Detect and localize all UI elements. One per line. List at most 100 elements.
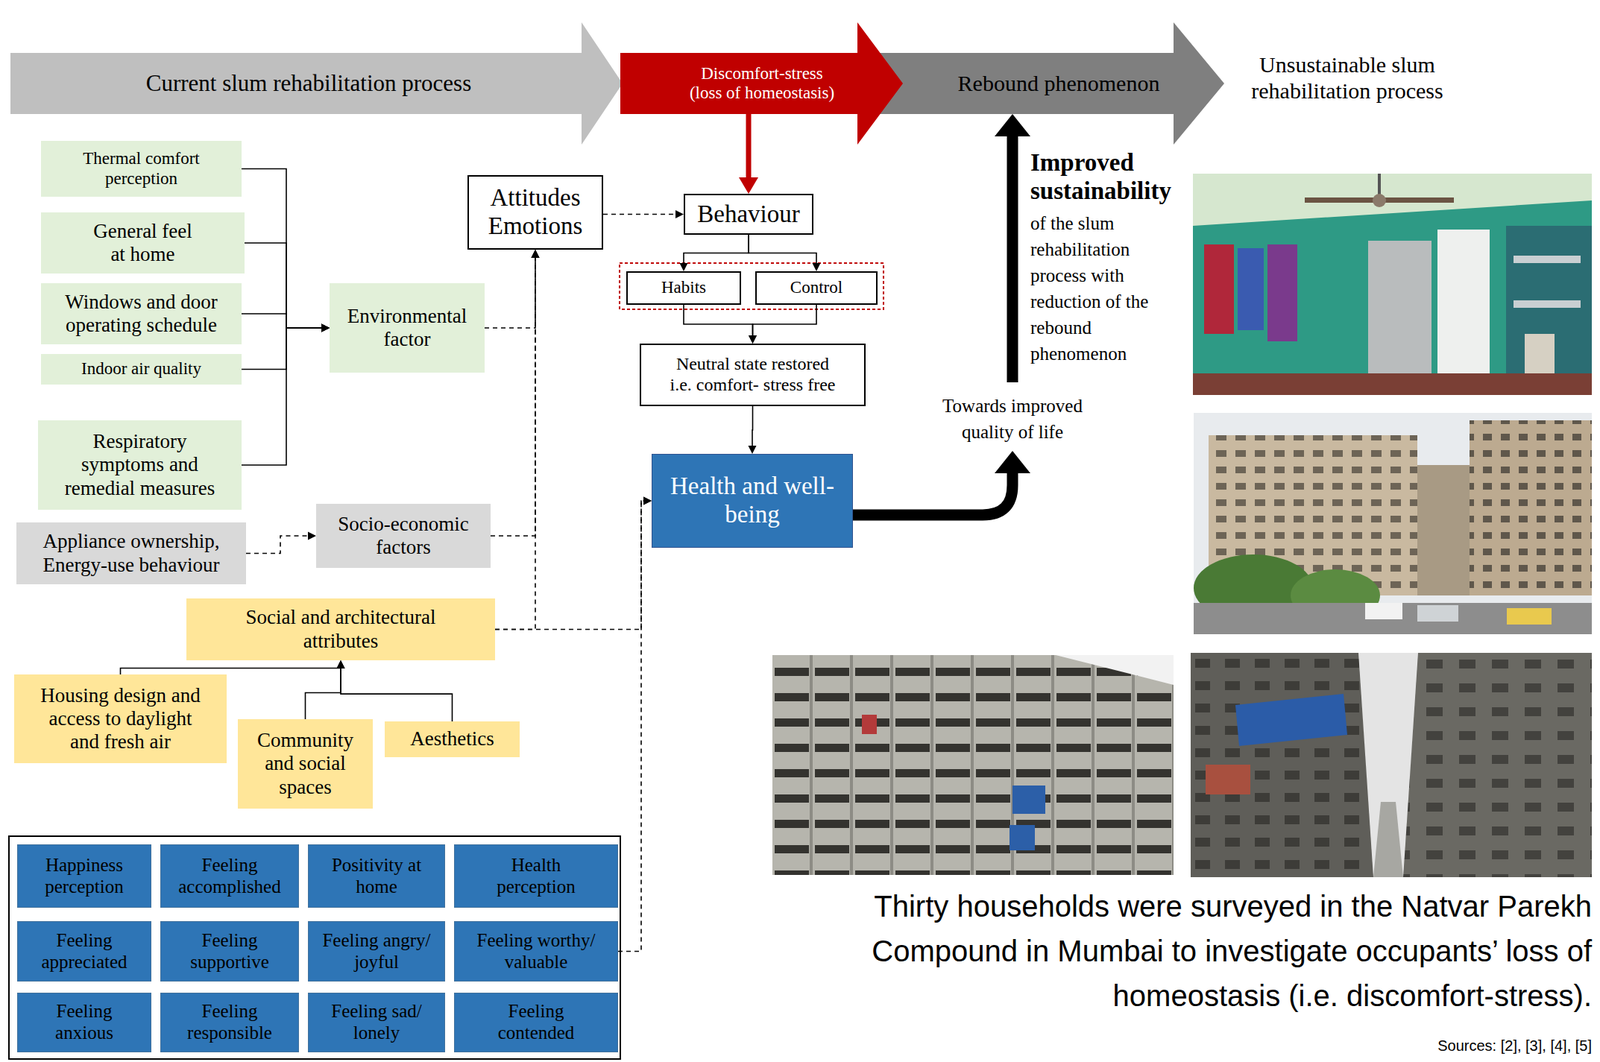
node-label: Feeling accomplished <box>167 855 293 899</box>
node-label: Aesthetics <box>410 727 494 751</box>
emotion-box: Feeling responsible <box>160 993 299 1053</box>
car <box>1365 603 1403 620</box>
emotion-box: Feeling contended <box>454 993 619 1053</box>
appliance <box>1524 334 1555 374</box>
connector <box>241 324 330 370</box>
arrow-text-area: Rebound phenomenon <box>909 52 1208 115</box>
node-label: Health and well-being <box>670 472 835 530</box>
connector <box>683 304 757 344</box>
process-box: Control <box>755 271 878 305</box>
sky <box>1193 413 1592 635</box>
connector <box>748 406 757 455</box>
fan-hub <box>1372 193 1387 208</box>
process-arrow: Current slum rehabilitation process <box>10 22 623 145</box>
socio-item: Appliance ownership, Energy-use behaviou… <box>16 522 247 585</box>
node-label: Respiratory symptoms and remedial measur… <box>59 430 220 500</box>
arrow-head <box>643 497 652 506</box>
node-label: Social and architectural attributes <box>228 606 453 653</box>
architecture-item: Aesthetics <box>384 721 520 758</box>
node-label: Feeling sad/ lonely <box>316 1001 437 1045</box>
arrow-shape-fill <box>10 22 623 145</box>
arrow-shape-fill <box>620 22 903 145</box>
process-box: Habits <box>626 271 742 305</box>
caption-text: Thirty households were surveyed in the N… <box>726 884 1592 1019</box>
clothes <box>861 715 877 735</box>
arrow-head <box>994 114 1031 137</box>
environment-item: Thermal comfort perception <box>41 140 242 197</box>
connector-line <box>490 255 536 537</box>
node-label: Current slum rehabilitation process <box>146 70 472 97</box>
node-label: Feeling worthy/ valuable <box>461 930 611 974</box>
group-outline <box>619 263 884 310</box>
connector <box>495 249 540 631</box>
environment-item: General feel at home <box>41 212 245 274</box>
arrow-head <box>307 532 317 541</box>
arrow-text-area: Current slum rehabilitation process <box>10 52 607 115</box>
building <box>1469 420 1592 596</box>
node-label: Thermal comfort perception <box>59 149 224 189</box>
sky <box>1055 655 1174 686</box>
photo-buildings <box>1193 413 1592 635</box>
emotion-box: Positivity at home <box>307 844 446 909</box>
ground <box>1373 802 1404 878</box>
caption-text-area: Thirty households were surveyed in the N… <box>726 884 1592 1019</box>
connector-line <box>241 328 324 370</box>
ceiling <box>1192 173 1592 226</box>
node-label: Community and social spaces <box>246 729 366 799</box>
sky <box>1190 653 1592 878</box>
arrow-head <box>336 660 346 669</box>
node-label: Health perception <box>480 855 592 899</box>
factor-box: Social and architectural attributes <box>186 598 496 661</box>
arrow-head <box>748 445 757 455</box>
connector-line <box>753 304 818 338</box>
environment-item: Respiratory symptoms and remedial measur… <box>38 420 242 510</box>
connector <box>244 243 330 333</box>
annotation-text: Towards improved quality of life <box>923 392 1102 446</box>
connector <box>246 532 317 554</box>
connector-line <box>484 255 536 329</box>
node-label: Socio-economic factors <box>323 512 484 560</box>
arrow-head <box>531 249 540 258</box>
arrow-head <box>675 210 684 219</box>
emotion-box: Feeling anxious <box>17 993 152 1053</box>
arrow-text-area: Discomfort-stress (loss of homeostasis) <box>635 52 889 115</box>
connector-line <box>603 213 678 216</box>
connector <box>490 249 540 537</box>
utensils <box>1513 300 1581 308</box>
arrow-head <box>321 324 330 333</box>
building <box>1417 465 1470 596</box>
arrow-head <box>336 660 346 669</box>
arrow-head <box>321 324 330 333</box>
annotation-text-area: Improved sustainability <box>1030 149 1184 206</box>
emotion-box: Feeling angry/ joyful <box>307 921 446 982</box>
connector <box>748 234 821 272</box>
process-box: Attitudes Emotions <box>467 175 604 250</box>
connector <box>495 497 652 631</box>
annotation-text: Improved sustainability <box>1030 149 1184 206</box>
node-label: Feeling appreciated <box>24 930 144 974</box>
emotion-box: Feeling appreciated <box>17 921 152 982</box>
connector <box>241 324 330 466</box>
fridge <box>1437 229 1490 374</box>
connector-line <box>241 328 324 466</box>
emotion-box: Feeling sad/ lonely <box>307 993 446 1053</box>
arrow-head <box>994 451 1031 474</box>
stress-arrow: Discomfort-stress (loss of homeostasis) <box>620 22 903 145</box>
node-label: Habits <box>661 278 707 298</box>
connector-line <box>683 234 749 266</box>
node-label: Feeling angry/ joyful <box>315 930 439 974</box>
node-label: Happiness perception <box>24 855 144 899</box>
node-label: Indoor air quality <box>81 359 202 379</box>
clothes <box>1204 244 1234 335</box>
ground <box>1193 603 1592 635</box>
emotion-box: Health perception <box>454 844 619 909</box>
connector <box>484 249 540 329</box>
building <box>1403 653 1592 878</box>
connector <box>738 114 759 194</box>
shelf <box>1506 225 1592 374</box>
connector <box>679 234 750 272</box>
annotation-text-area: Sources: [2], [3], [4], [5] <box>1267 1037 1592 1055</box>
node-label: Behaviour <box>697 200 800 229</box>
rebound-arrow: Rebound phenomenon <box>879 22 1225 145</box>
connector-line <box>120 666 342 675</box>
